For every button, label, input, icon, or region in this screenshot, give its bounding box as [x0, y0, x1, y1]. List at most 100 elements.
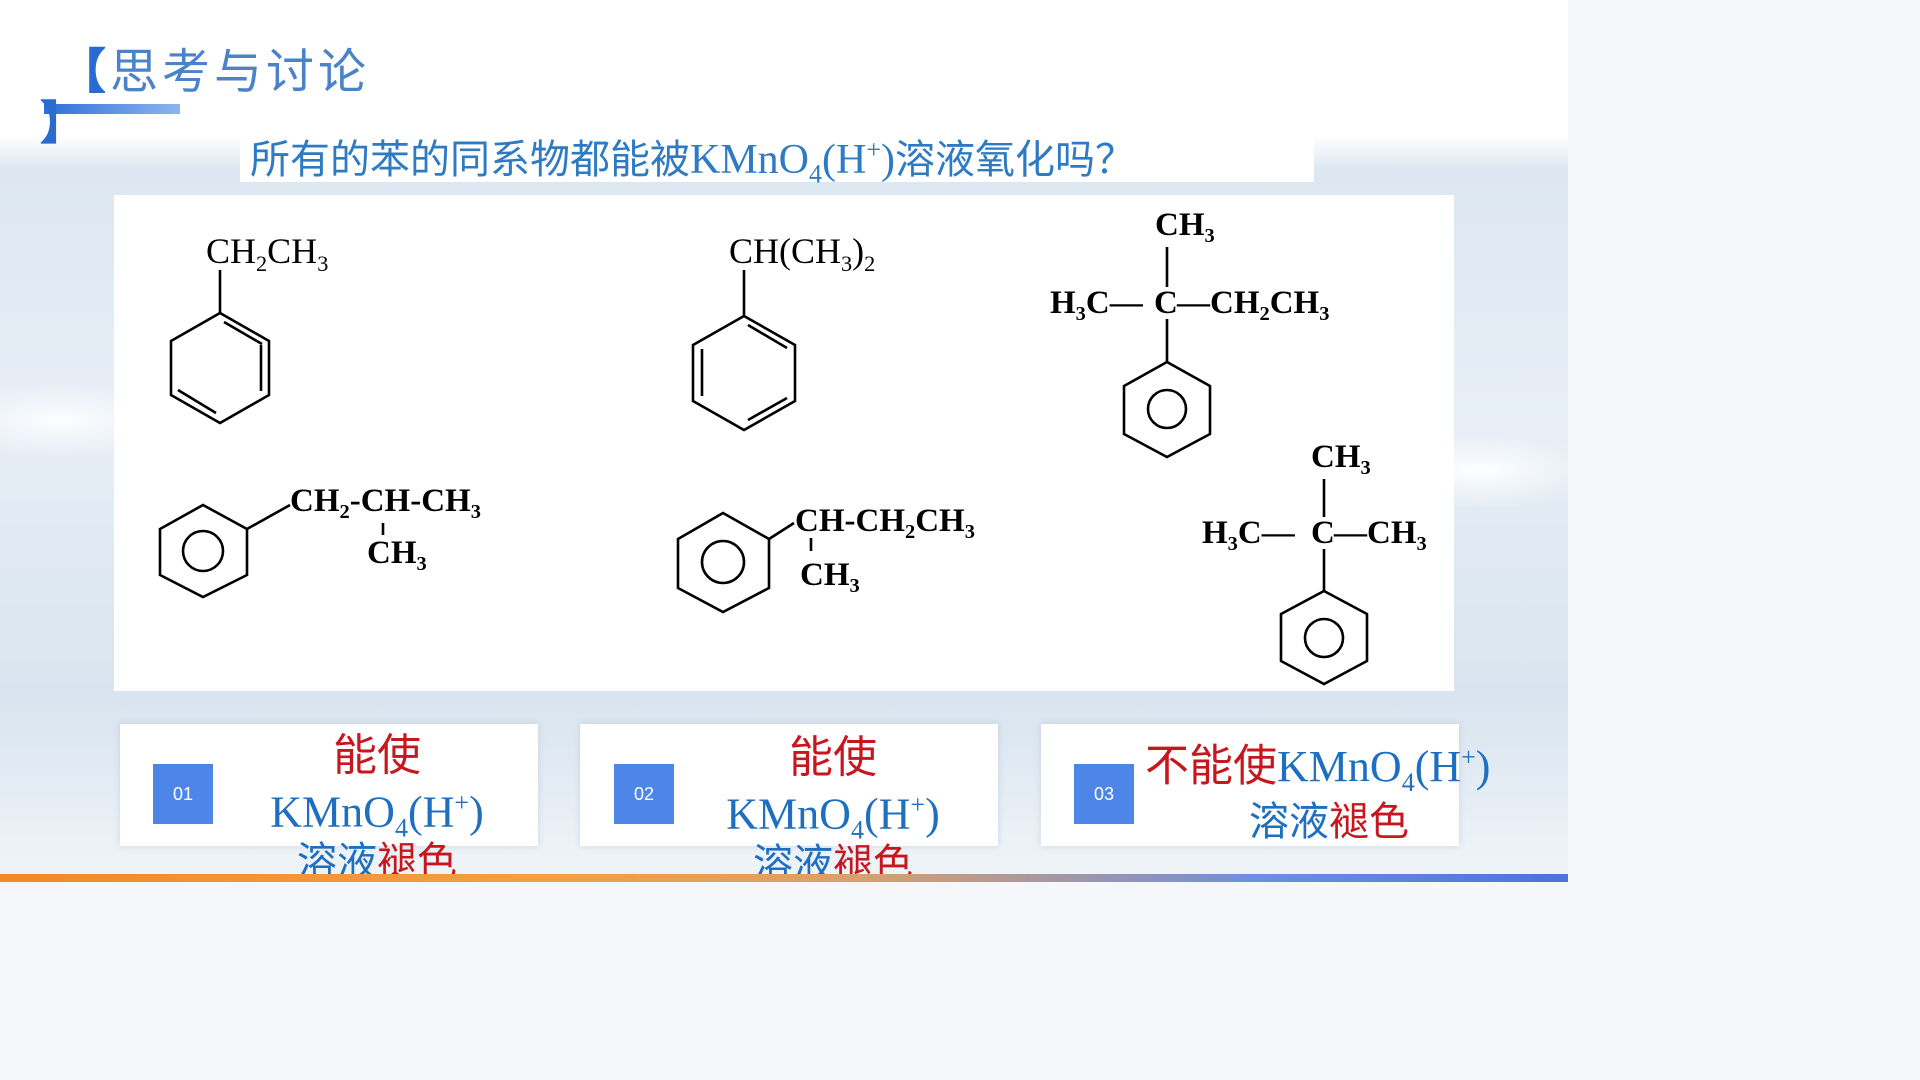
s6-right-sub: 3	[1416, 533, 1427, 556]
s5-main-b: CH	[915, 503, 965, 539]
s3-left-c: C—	[1085, 285, 1143, 321]
structures-drawing	[158, 247, 1369, 686]
s4-main-sub2: 3	[470, 501, 481, 524]
reagent-formula: KMnO	[1277, 741, 1402, 791]
answer-reagent: KMnO4(H+)	[230, 790, 524, 841]
s1-part-c: CH	[267, 231, 318, 271]
isobutylbenzene-structure	[158, 503, 385, 599]
question-background	[240, 118, 1314, 182]
s6-top-sub: 3	[1360, 457, 1371, 480]
ethylbenzene-ring	[169, 270, 271, 425]
s1-sub-b: 2	[256, 250, 268, 276]
answer-number-badge: 01	[153, 764, 213, 824]
s6-top-methyl-label: CH3	[1311, 439, 1371, 479]
decolor-word: 褪色	[1329, 799, 1409, 845]
s3-right-ethyl-label: —CH2CH3	[1177, 285, 1329, 325]
ethyl-group-label: CH2CH3	[206, 231, 328, 274]
s6-center-carbon-label: C	[1311, 515, 1335, 551]
s6-left-sub: 3	[1227, 533, 1238, 556]
tert-butylbenzene-structure	[1279, 479, 1369, 686]
s6-top-text: CH	[1311, 439, 1361, 475]
s3-left-sub: 3	[1075, 303, 1086, 326]
isopropyl-group-label: CH(CH3)2	[729, 231, 875, 274]
answer-number-badge: 03	[1074, 764, 1134, 824]
s3-left-h: H	[1050, 285, 1076, 321]
s4-branch-methyl-label: CH3	[367, 535, 427, 575]
acid-open: (H	[407, 787, 455, 837]
reagent-formula: KMnO	[726, 789, 851, 839]
question-prefix: 所有的苯的同系物都能被	[250, 137, 690, 183]
answer-verb: 能使	[789, 732, 877, 783]
section-title: 【思考与讨论	[58, 32, 370, 102]
s5-branch-methyl-label: CH3	[800, 557, 860, 597]
answer-number-badge: 02	[614, 764, 674, 824]
s3-right-sub: 2	[1259, 303, 1270, 326]
reagent-formula: KMnO	[270, 787, 395, 837]
acid-superscript: +	[910, 790, 926, 819]
answer-reagent: KMnO4(H+)	[1277, 741, 1491, 795]
reagent-subscript: 4	[850, 815, 864, 845]
answer-card-2: 02 能使 KMnO4(H+) 溶液褪色	[580, 724, 998, 884]
s2-part-c: )	[852, 231, 865, 271]
s3-right-sub2: 3	[1319, 303, 1330, 326]
title-underline-bar	[44, 104, 180, 114]
s5-branch-sub: 3	[849, 575, 860, 598]
reagent-subscript: 4	[394, 813, 408, 843]
s3-top-text: CH	[1155, 207, 1205, 243]
s6-left-h: H	[1202, 515, 1228, 551]
bottom-color-strip	[0, 874, 1568, 882]
acid-close: )	[1475, 741, 1491, 791]
answer-result: 溶液褪色	[1219, 802, 1439, 842]
reagent-formula: KMnO	[690, 137, 810, 183]
s5-main-text: CH-CH	[795, 503, 905, 539]
s5-main-sub2: 3	[964, 521, 975, 544]
s1-part-a: CH	[206, 231, 257, 271]
s6-right-methyl-label: —CH3	[1334, 515, 1427, 555]
tert-pentylbenzene-structure	[1122, 247, 1212, 459]
acid-open: (H	[863, 789, 911, 839]
s3-top-sub: 3	[1204, 225, 1215, 248]
acid-superscript: +	[1461, 742, 1476, 771]
s4-main-b: -CH-CH	[349, 483, 471, 519]
title-bracket-open: 【	[58, 44, 111, 100]
s1-sub-d: 3	[317, 250, 329, 276]
s6-right-text: —CH	[1334, 515, 1417, 551]
answer-card-1: 01 能使 KMnO4(H+) 溶液褪色	[120, 724, 538, 882]
question-text: 所有的苯的同系物都能被KMnO4(H+)溶液氧化吗？	[250, 122, 1135, 202]
acid-close: )	[881, 137, 896, 183]
acid-open: (H	[822, 137, 867, 183]
s3-center-carbon-label: C	[1154, 285, 1178, 321]
solution-word: 溶液	[1249, 799, 1329, 845]
s6-left-c: C—	[1237, 515, 1295, 551]
acid-superscript: +	[454, 788, 470, 817]
answer-reagent: KMnO4(H+)	[686, 792, 980, 843]
s4-branch-sub: 3	[416, 553, 427, 576]
s5-branch-text: CH	[800, 557, 850, 593]
question-suffix: 溶液氧化吗？	[895, 137, 1136, 183]
structures-panel: CH2CH3 CH(CH3)2 CH3 H3C— C —CH2CH3 CH2-C…	[114, 195, 1454, 691]
acid-close: )	[925, 789, 940, 839]
reagent-subscript: 4	[1401, 767, 1415, 797]
answer-card-3: 03 不能使KMnO4(H+) 溶液褪色	[1041, 724, 1490, 846]
s3-right-b: CH	[1269, 285, 1320, 321]
question-reagent: KMnO4(H+)	[690, 135, 896, 188]
s3-right-text: —CH	[1177, 285, 1260, 321]
answer-verb-reagent: 不能使KMnO4(H+)	[1145, 744, 1507, 795]
s2-sub-b: 3	[841, 250, 853, 276]
s4-branch-text: CH	[367, 535, 417, 571]
s3-left-methyl-label: H3C—	[1050, 285, 1143, 325]
s3-top-methyl-label: CH3	[1155, 207, 1215, 247]
acid-superscript: +	[866, 135, 882, 164]
s2-sub-d: 2	[864, 250, 876, 276]
s4-main-text: CH	[290, 483, 340, 519]
s5-main-sub: 2	[905, 521, 916, 544]
reagent-subscript: 4	[809, 159, 823, 189]
answer-verb: 能使	[333, 730, 421, 781]
answer-verb: 不能使	[1145, 740, 1277, 792]
sec-butylbenzene-structure	[676, 511, 813, 614]
s4-main-sub: 2	[339, 501, 350, 524]
s6-left-methyl-label: H3C—	[1202, 515, 1295, 555]
title-text: 思考与讨论	[110, 44, 371, 100]
acid-open: (H	[1414, 741, 1462, 791]
s5-main-chain-label: CH-CH2CH3	[795, 503, 975, 543]
